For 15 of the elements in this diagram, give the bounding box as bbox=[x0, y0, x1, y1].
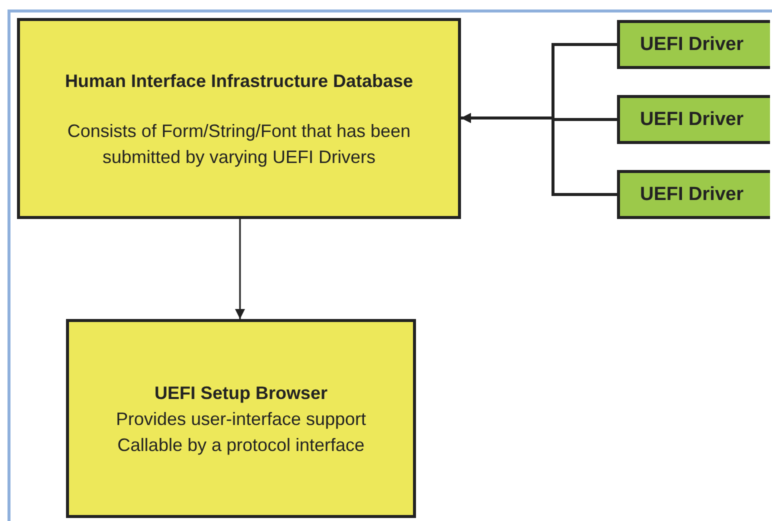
node-description: Provides user-interface support bbox=[116, 408, 366, 431]
arrow bbox=[461, 113, 617, 196]
driver-box bbox=[617, 170, 770, 219]
node-description: Consists of Form/String/Font that has been submitted by varying UEFI Drivers bbox=[66, 120, 412, 169]
node-title: UEFI Driver bbox=[640, 108, 744, 132]
node-title: UEFI Setup Browser bbox=[154, 382, 328, 405]
setup-browser-box bbox=[66, 319, 416, 518]
driver-box bbox=[617, 20, 770, 69]
database-box bbox=[17, 18, 461, 219]
driver-box bbox=[617, 95, 770, 144]
node-title: UEFI Driver bbox=[640, 182, 744, 206]
node-description: Callable by a protocol interface bbox=[117, 434, 365, 457]
node-title: UEFI Driver bbox=[640, 32, 744, 56]
node-title: Human Interface Infrastructure Database bbox=[64, 70, 414, 92]
arrow bbox=[235, 219, 245, 319]
